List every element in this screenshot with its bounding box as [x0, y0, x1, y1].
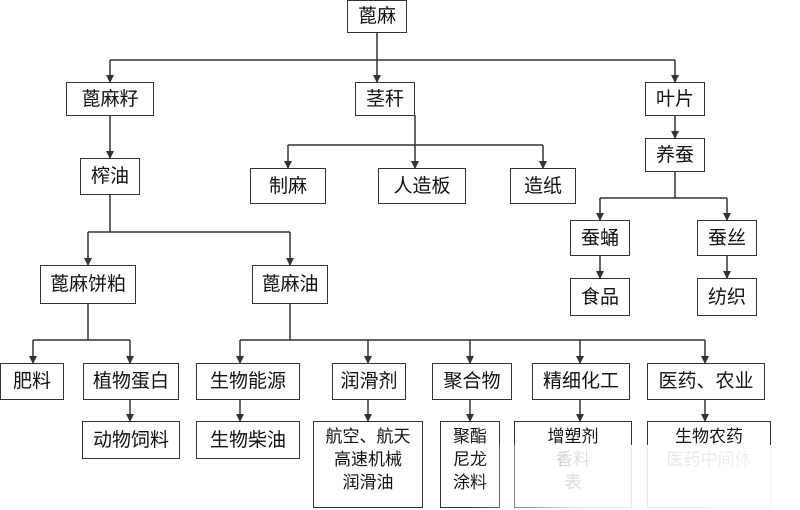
watermark-fade: [470, 445, 800, 510]
node-press-oil: 榨油: [80, 158, 140, 195]
node-castor-cake: 蓖麻饼粕: [40, 265, 136, 304]
node-lubricant-uses: 航空、航天 高速机械 润滑油: [313, 421, 423, 508]
node-fertilizer: 肥料: [0, 363, 64, 400]
node-castor-seed: 蓖麻籽: [66, 82, 154, 116]
node-bioenergy: 生物能源: [196, 363, 300, 400]
node-silkworm-pupa: 蚕蛹: [570, 220, 630, 256]
node-papermaking: 造纸: [510, 168, 576, 204]
node-hemp: 制麻: [250, 168, 326, 204]
node-lubricant: 润滑剂: [332, 363, 406, 400]
node-food: 食品: [570, 278, 630, 316]
node-biodiesel: 生物柴油: [196, 421, 300, 459]
node-artificial-board: 人造板: [378, 168, 466, 204]
node-stem: 茎秆: [355, 82, 415, 116]
node-castor-oil: 蓖麻油: [252, 265, 328, 304]
node-plant-protein: 植物蛋白: [83, 363, 179, 400]
node-animal-feed: 动物饲料: [82, 421, 180, 459]
node-polymer: 聚合物: [432, 363, 512, 400]
node-castor: 蓖麻: [347, 0, 407, 33]
node-silk: 蚕丝: [697, 220, 757, 256]
node-fine-chemicals: 精细化工: [532, 363, 630, 400]
node-textile: 纺织: [697, 278, 757, 316]
node-leaf: 叶片: [645, 82, 705, 116]
node-medicine-agriculture: 医药、农业: [647, 363, 765, 400]
node-silkworm-raising: 养蚕: [645, 138, 705, 172]
